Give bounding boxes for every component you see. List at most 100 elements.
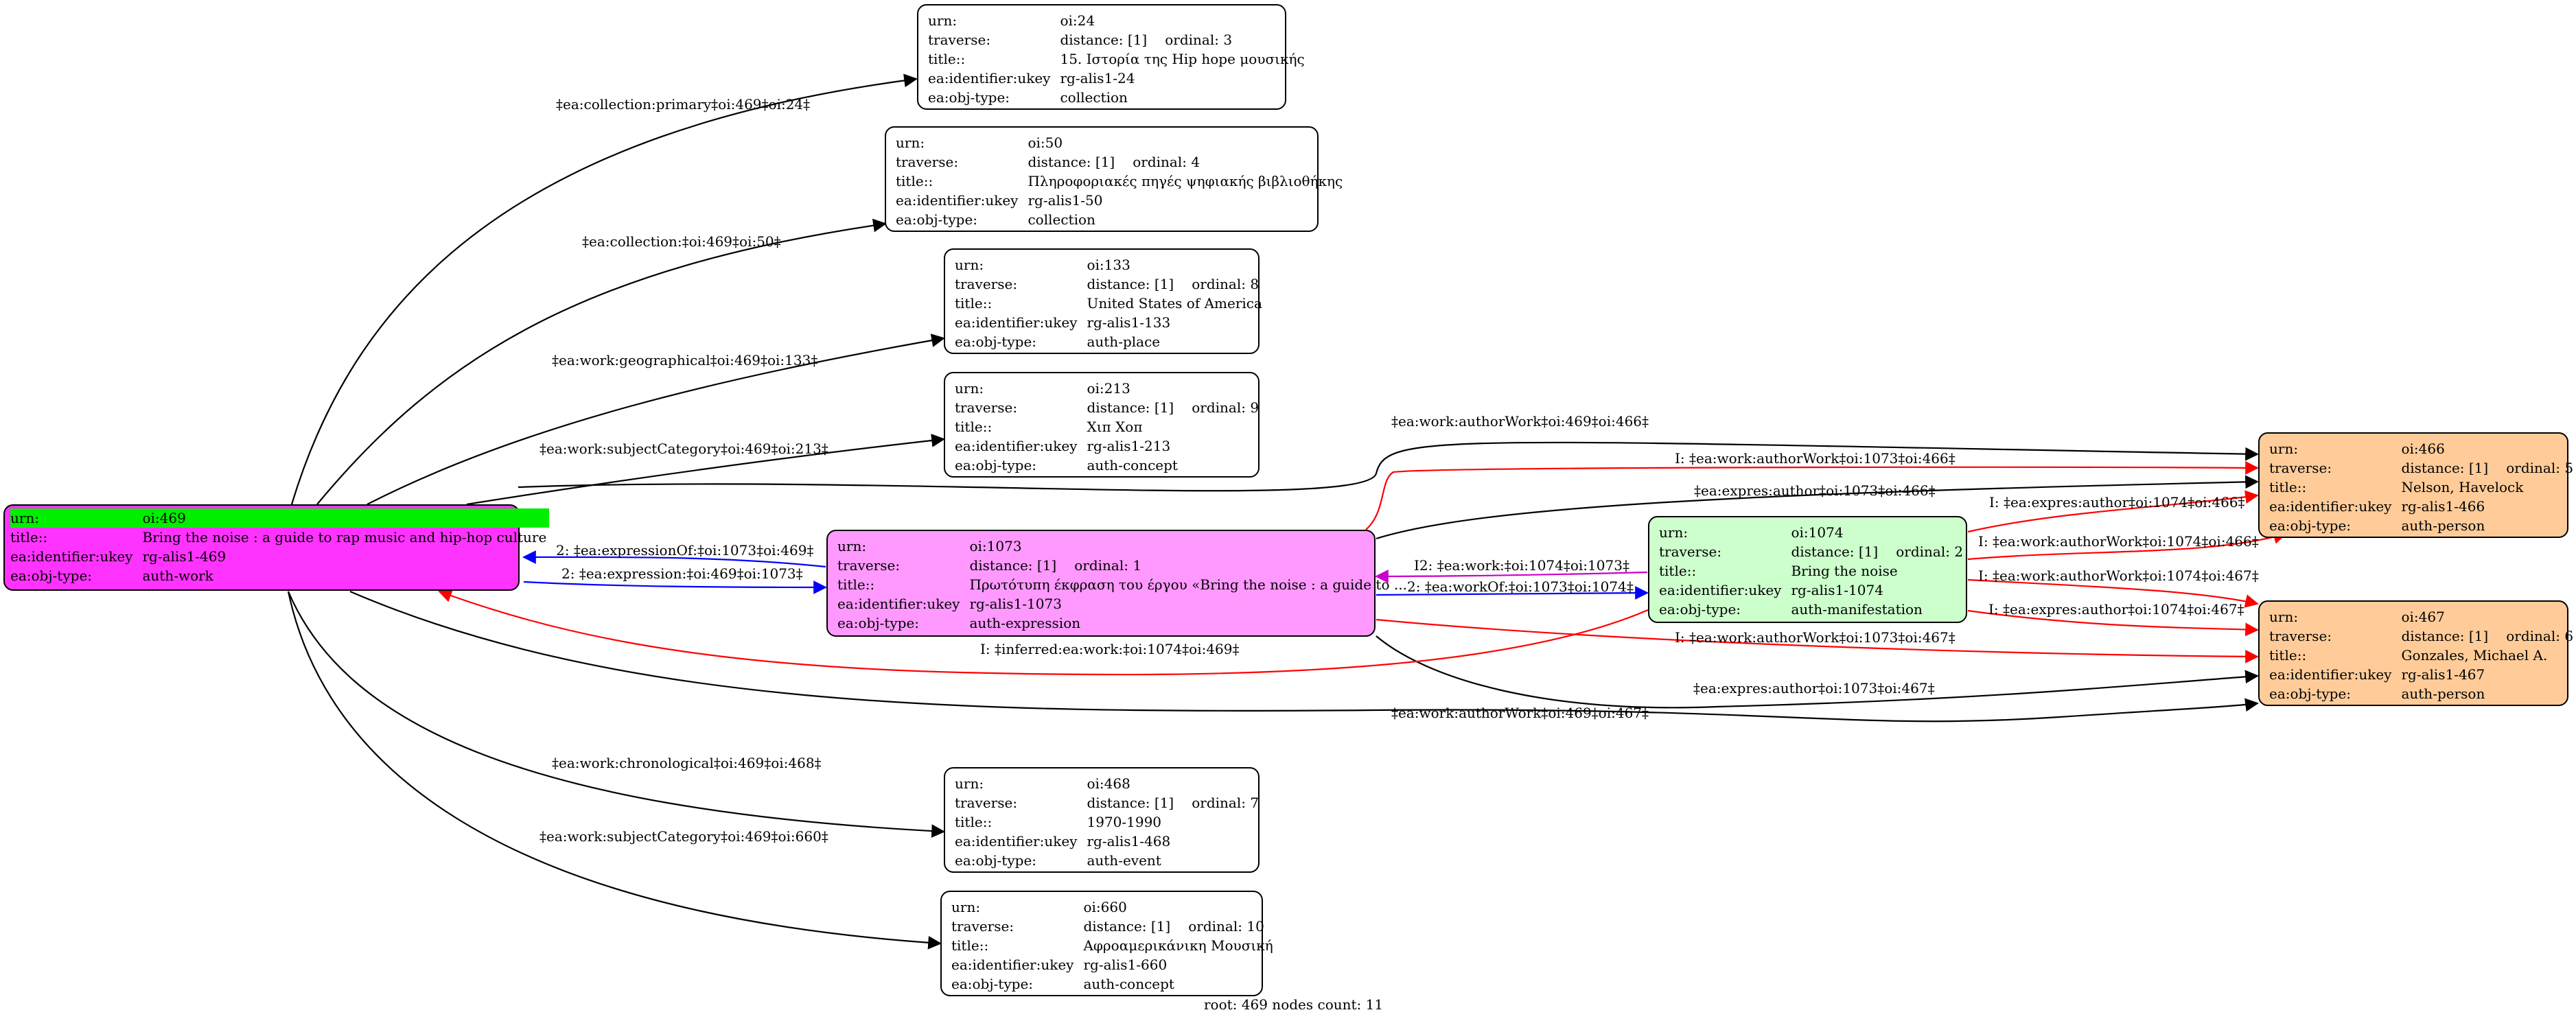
node-oi-467[interactable]: urn:oi:467 traverse:distance: [1]ordinal… <box>2258 600 2573 706</box>
title-key: title:: <box>2269 479 2307 495</box>
urn-key: urn: <box>955 380 984 397</box>
title-value: Πληροφοριακές πηγές ψηφιακής βιβλιοθήκης <box>1028 173 1343 189</box>
title-key: title:: <box>955 814 993 830</box>
ukey-value: rg-alis1-1073 <box>969 596 1062 612</box>
ordinal: ordinal: 2 <box>1896 543 1964 560</box>
edge-label: ‡ea:work:authorWork‡oi:469‡oi:466‡ <box>1391 413 1649 430</box>
ordinal: ordinal: 3 <box>1165 32 1233 48</box>
distance: distance: [1] <box>1028 154 1115 170</box>
node-oi-469-root[interactable]: urn:oi:469 title::Bring the noise : a gu… <box>3 504 550 591</box>
distance: distance: [1] <box>969 557 1057 574</box>
edge-label: I: ‡ea:work:authorWork‡oi:1073‡oi:467‡ <box>1675 629 1956 646</box>
ukey-value: rg-alis1-469 <box>142 548 227 565</box>
edge-label: ‡ea:work:subjectCategory‡oi:469‡oi:213‡ <box>539 441 828 457</box>
ukey-key: ea:identifier:ukey <box>2269 666 2392 683</box>
urn-key: urn: <box>955 257 984 273</box>
distance: distance: [1] <box>1087 795 1174 811</box>
traverse-value: distance: [1] ordinal: 7 <box>1087 793 1262 812</box>
node-oi-468[interactable]: urn:oi:468 traverse:distance: [1]ordinal… <box>944 767 1260 873</box>
node-oi-1073[interactable]: urn:oi:1073 traverse:distance: [1]ordina… <box>826 530 1407 637</box>
traverse-value: distance: [1]ordinal: 8 <box>1087 274 1264 294</box>
edge-label: I: ‡ea:work:authorWork‡oi:1074‡oi:467‡ <box>1978 567 2259 584</box>
edge-label: I: ‡inferred:ea:work:‡oi:1074‡oi:469‡ <box>980 641 1240 657</box>
node-oi-660[interactable]: urn:oi:660 traverse:distance: [1]ordinal… <box>940 891 1273 996</box>
objtype-value: collection <box>1060 89 1128 106</box>
traverse-key: traverse: <box>1659 543 1722 560</box>
edge-1074-467-expres <box>1967 609 2259 637</box>
edge-label: I: ‡ea:expres:author‡oi:1074‡oi:466‡ <box>1989 494 2245 510</box>
edge-label: ‡ea:collection:‡oi:469‡oi:50‡ <box>582 233 781 250</box>
ordinal: ordinal: 9 <box>1192 399 1260 416</box>
title-key: title:: <box>955 295 993 312</box>
edge-label: ‡ea:collection:primary‡oi:469‡oi:24‡ <box>556 96 811 113</box>
objtype-value: auth-work <box>142 567 213 584</box>
objtype-key: ea:obj-type: <box>955 852 1037 869</box>
objtype-key: ea:obj-type: <box>2269 517 2352 534</box>
objtype-key: ea:obj-type: <box>10 567 93 584</box>
traverse-value: distance: [1]ordinal: 5 <box>2401 458 2576 478</box>
objtype-key: ea:obj-type: <box>1659 601 1741 618</box>
objtype-key: ea:obj-type: <box>928 89 1010 106</box>
traverse-key: traverse: <box>928 32 991 48</box>
objtype-value: auth-concept <box>1083 976 1174 992</box>
node-oi-1074[interactable]: urn:oi:1074 traverse:distance: [1]ordina… <box>1648 516 1967 623</box>
distance: distance: [1] <box>1791 543 1879 560</box>
edge-1074-466-expres <box>1967 490 2259 533</box>
edge-label: I2: ‡ea:work:‡oi:1074‡oi:1073‡ <box>1414 557 1629 574</box>
title-value: Bring the noise : a guide to rap music a… <box>142 529 547 545</box>
distance: distance: [1] <box>2401 628 2489 644</box>
urn-value: oi:213 <box>1087 380 1130 397</box>
node-oi-133[interactable]: urn:oi:133 traverse:distance: [1]ordinal… <box>944 248 1262 354</box>
urn-key: urn: <box>10 508 143 528</box>
edge-1073-467-i <box>1376 618 2259 664</box>
urn-value: oi:50 <box>1028 134 1063 151</box>
edge-469-24 <box>290 73 918 505</box>
node-oi-213[interactable]: urn:oi:213 traverse:distance: [1]ordinal… <box>944 372 1260 478</box>
edge-1073-1074 <box>1376 586 1649 600</box>
urn-key: urn: <box>1659 524 1689 541</box>
urn-key: urn: <box>2269 441 2299 457</box>
objtype-value: auth-expression <box>969 615 1081 631</box>
objtype-value: auth-person <box>2401 685 2485 702</box>
urn-key: urn: <box>837 538 867 554</box>
ukey-key: ea:identifier:ukey <box>928 70 1051 86</box>
urn-key: urn: <box>951 899 981 915</box>
objtype-key: ea:obj-type: <box>837 615 920 631</box>
edge-469-468 <box>287 591 945 838</box>
node-oi-466[interactable]: urn:oi:466 traverse:distance: [1]ordinal… <box>2258 432 2573 538</box>
edge-1073-467 <box>1376 635 2259 709</box>
ukey-value: rg-alis1-133 <box>1087 314 1171 331</box>
traverse-key: traverse: <box>2269 628 2332 644</box>
edge-1073-466-i <box>1365 460 2259 530</box>
objtype-key: ea:obj-type: <box>955 457 1037 473</box>
ukey-value: rg-alis1-467 <box>2401 666 2485 683</box>
urn-value: oi:660 <box>1083 899 1127 915</box>
graph-footer: root: 469 nodes count: 11 <box>1204 996 1384 1013</box>
node-oi-24[interactable]: urn:oi:24 traverse:distance: [1]ordinal:… <box>917 4 1305 110</box>
title-value: Bring the noise <box>1791 563 1898 579</box>
urn-key: urn: <box>928 12 958 29</box>
traverse-key: traverse: <box>896 154 959 170</box>
ukey-key: ea:identifier:ukey <box>955 438 1078 454</box>
title-value: Αφροαμερικάνικη Μουσική <box>1083 937 1273 954</box>
ukey-key: ea:identifier:ukey <box>10 548 133 565</box>
traverse-key: traverse: <box>2269 460 2332 476</box>
ordinal: ordinal: 7 <box>1192 795 1260 811</box>
urn-value: oi:469 <box>142 508 550 528</box>
ordinal: ordinal: 1 <box>1074 557 1142 574</box>
distance: distance: [1] <box>1083 918 1171 935</box>
edge-label: ‡ea:work:authorWork‡oi:469‡oi:467‡ <box>1391 705 1649 721</box>
ukey-key: ea:identifier:ukey <box>2269 498 2392 515</box>
traverse-value: distance: [1]ordinal: 9 <box>1087 398 1262 417</box>
traverse-key: traverse: <box>955 795 1018 811</box>
edge-label: ‡ea:work:subjectCategory‡oi:469‡oi:660‡ <box>539 828 828 845</box>
edge-label: ‡ea:expres:author‡oi:1073‡oi:467‡ <box>1693 680 1935 696</box>
objtype-value: auth-concept <box>1087 457 1178 473</box>
edge-1074-1073 <box>1375 570 1648 583</box>
node-oi-50[interactable]: urn:oi:50 traverse:distance: [1]ordinal:… <box>885 126 1343 232</box>
traverse-value: distance: [1]ordinal: 6 <box>2401 626 2576 646</box>
distance: distance: [1] <box>1060 32 1148 48</box>
ukey-value: rg-alis1-213 <box>1087 438 1171 454</box>
title-value: 15. Ιστορία της Hip hope μουσικής <box>1060 51 1305 67</box>
